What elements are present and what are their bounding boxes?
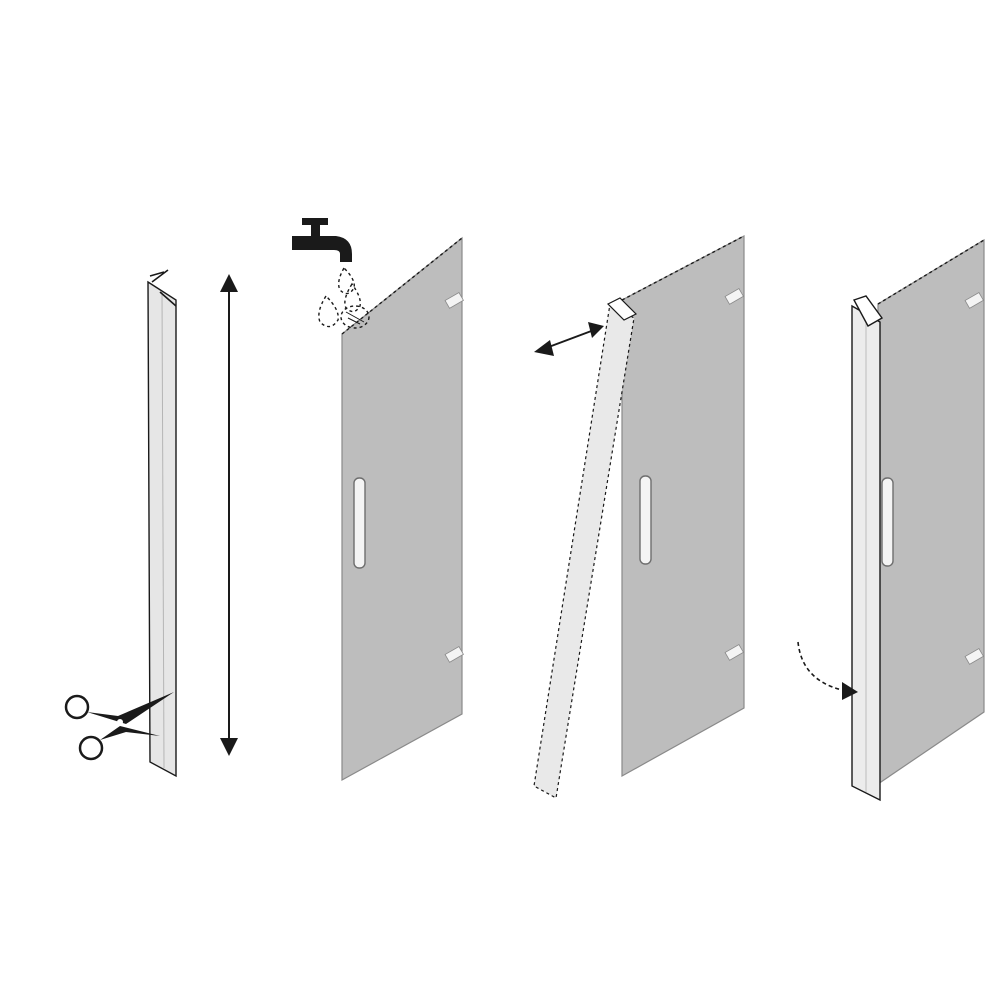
hinge-slot-top: [724, 287, 744, 305]
step-4-press-strip: [797, 238, 985, 802]
glass-door-panel: [877, 238, 985, 786]
door-handle: [353, 477, 366, 569]
strip-profile-icon: [852, 295, 884, 327]
step-3-position-strip: [533, 235, 745, 799]
water-drops-icon: [318, 266, 370, 329]
length-arrow-icon: [220, 274, 238, 756]
double-arrow-icon: [534, 322, 604, 356]
door-handle: [881, 477, 894, 567]
hinge-slot-top: [444, 291, 464, 309]
water-tap-icon: [292, 218, 352, 262]
step-2-wet-glass: [292, 218, 464, 782]
hinge-slot-bottom: [444, 645, 464, 663]
hinge-slot-bottom: [724, 643, 744, 661]
seal-strip: [147, 280, 177, 778]
strip-profile-icon: [606, 297, 638, 321]
scissors-icon: [64, 692, 174, 761]
step-1-measure-cut: [64, 269, 238, 778]
hinge-slot-bottom: [964, 647, 984, 665]
strip-profile-icon: [149, 269, 177, 307]
door-handle: [639, 475, 652, 565]
seal-strip-tilted: [533, 303, 635, 799]
curved-arrow-icon: [797, 641, 858, 700]
hinge-slot-top: [964, 291, 984, 309]
